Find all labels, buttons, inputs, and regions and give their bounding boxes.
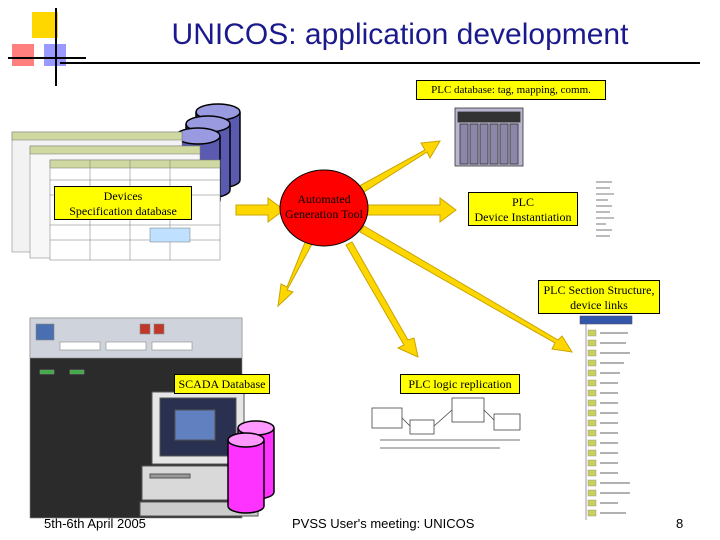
plc-hardware-image	[454, 107, 524, 167]
generation-tool-circle	[279, 169, 369, 247]
arrow-to-generation	[235, 197, 285, 223]
footer-date: 5th-6th April 2005	[44, 516, 146, 531]
plc-section-tree-lines	[600, 332, 630, 514]
label-generation-tool: Automated Generation Tool	[285, 192, 363, 221]
corner-logo	[8, 8, 86, 86]
label-plc-section: PLC Section Structure, device links	[538, 280, 660, 314]
page-title: UNICOS: application development	[171, 18, 629, 51]
arrow-to-plc-database	[351, 140, 441, 198]
footer-meeting: PVSS User's meeting: UNICOS	[292, 516, 475, 531]
label-devices-spec: Devices Specification database	[54, 186, 192, 220]
arrow-to-scada	[277, 239, 313, 308]
label-scada-db: SCADA Database	[174, 374, 270, 394]
label-plc-instantiation: PLC Device Instantiation	[468, 192, 578, 226]
db-cylinder-bottom-front	[227, 432, 265, 514]
plc-section-tree-items	[587, 329, 597, 517]
arrow-to-section	[359, 225, 573, 353]
plc-logic-diagram	[371, 397, 521, 449]
plc-section-tree	[579, 315, 633, 520]
title-divider	[60, 62, 700, 64]
arrow-to-instantiation	[361, 197, 457, 223]
arrow-to-logic	[345, 241, 419, 358]
label-plc-database: PLC database: tag, mapping, comm.	[416, 80, 606, 100]
footer-page-number: 8	[676, 516, 684, 531]
label-plc-logic: PLC logic replication	[400, 374, 520, 394]
code-listing-image	[596, 181, 614, 237]
